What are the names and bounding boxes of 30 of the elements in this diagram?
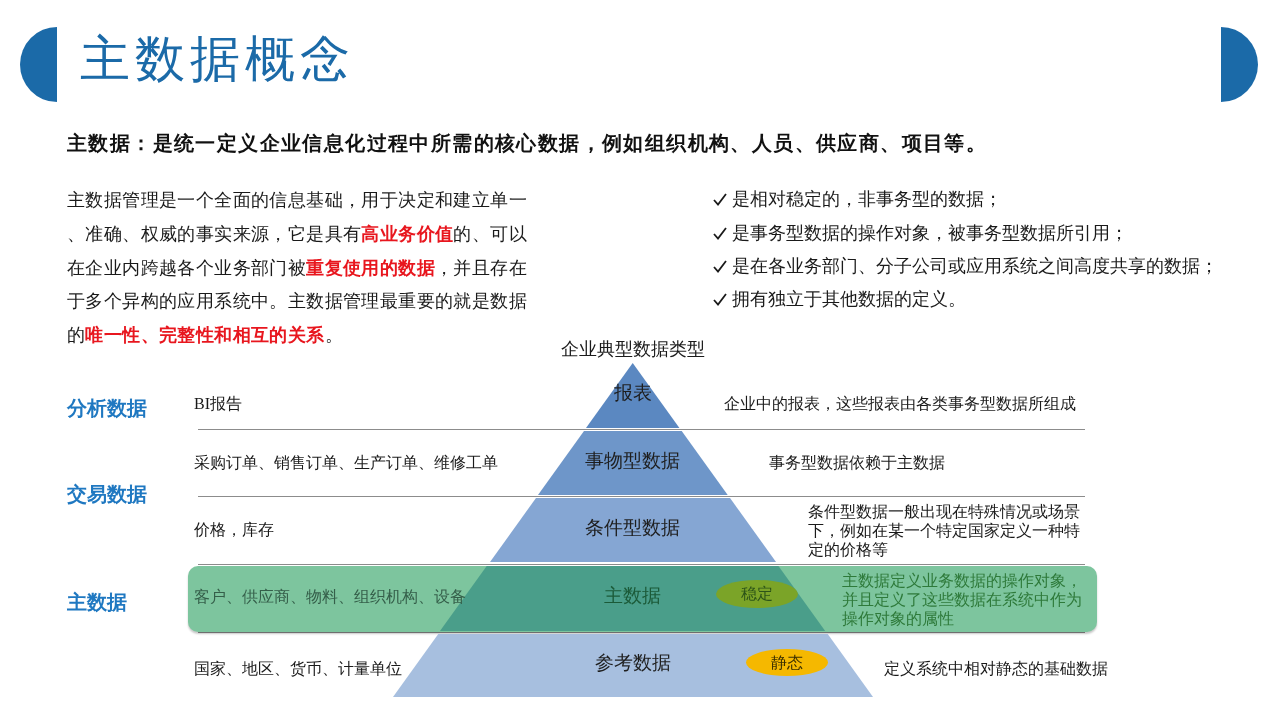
pyramid-layer xyxy=(538,431,728,495)
example-text: 价格，库存 xyxy=(194,520,274,540)
description-text: 条件型数据一般出现在特殊情况或场景下，例如在某一个特定国家定义一种特定的价格等 xyxy=(808,501,1081,559)
layer-label: 主数据 xyxy=(604,584,662,608)
pyramid-layer xyxy=(490,498,776,562)
example-text: 国家、地区、货币、计量单位 xyxy=(194,659,402,679)
checklist-item: 是事务型数据的操作对象，被事务型数据所引用； xyxy=(732,222,1128,245)
checklist-item: 是在各业务部门、分子公司或应用系统之间高度共享的数据； xyxy=(732,255,1218,278)
category-label: 分析数据 xyxy=(67,395,147,421)
description-text: 定义系统中相对静态的基础数据 xyxy=(884,659,1108,679)
slide-title: 主数据概念 xyxy=(80,30,355,89)
category-label: 交易数据 xyxy=(67,481,147,507)
description-text: 企业中的报表，这些报表由各类事务型数据所组成 xyxy=(724,394,1076,414)
band-description: 主数据定义业务数据的操作对象，并且定义了这些数据在系统中作为操作对象的属性 xyxy=(842,570,1083,628)
layer-label: 事物型数据 xyxy=(585,449,681,473)
checklist-item: 是相对稳定的，非事务型的数据； xyxy=(732,188,1002,211)
example-text: BI报告 xyxy=(194,394,242,414)
description-text: 事务型数据依赖于主数据 xyxy=(769,453,945,473)
layer-label: 条件型数据 xyxy=(585,516,681,540)
description-paragraph: 主数据管理是一个全面的信息基础，用于决定和建立单一、准确、权威的事实来源，它是具有高业务价值的、可以在企业内跨越各个业务部门被重复使用的数据，并且存在于多个异构的应用系统中。主数据管理最重要的就是数据的唯一性、完整性和相互的关系。 xyxy=(67,188,528,347)
pyramid-caption: 企业典型数据类型 xyxy=(561,338,705,361)
layer-label: 参考数据 xyxy=(595,651,671,675)
definition-text: 主数据：是统一定义企业信息化过程中所需的核心数据，例如组织机构、人员、供应商、项目等。 xyxy=(67,130,988,157)
pyramid-layer xyxy=(586,363,680,428)
highlight-band xyxy=(188,566,1097,632)
checklist-item: 拥有独立于其他数据的定义。 xyxy=(732,288,966,311)
layer-label: 报表 xyxy=(614,381,652,405)
category-label: 主数据 xyxy=(67,589,127,615)
example-text: 采购订单、销售订单、生产订单、维修工单 xyxy=(194,453,498,473)
example-list: 客户、供应商、物料、组织机构、设备 xyxy=(194,587,466,607)
